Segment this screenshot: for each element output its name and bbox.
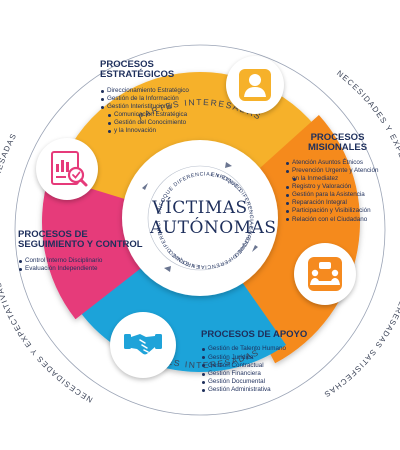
seguimiento-title-line2: SEGUIMIENTO Y CONTROL [18,239,143,251]
list-item: Gestión Financiera [201,370,331,378]
list-item: Relación con el Ciudadano [285,216,390,224]
center-title: VÍCTIMAS AUTÓNOMAS [150,198,277,238]
misionales-title-line1: PROCESOS [310,132,365,143]
outer-ring-circle [14,44,386,416]
list-item: Gestión Contractual [201,362,331,370]
list-item: Participación y Visibilización [285,207,390,215]
arrow-top-icon [225,162,232,168]
estrategicos-icon-badge [226,56,284,114]
list-item: Gestión del Conocimiento [100,119,230,127]
list-item: en la Inmediatez [285,175,390,183]
seguimiento-title: PROCESOS DE SEGUIMIENTO Y CONTROL [18,229,153,251]
list-item: Gestión Administrativa [201,386,331,394]
handshake-icon [124,334,162,355]
apoyo-icon-badge [110,312,176,378]
list-item: Prevención Urgente y Atención [285,167,390,175]
list-item: Evaluación Independiente [18,265,153,273]
list-item: Control Interno Disciplinario [18,257,153,265]
apoyo-block: PROCESOS DE APOYO Gestión de Talento Hum… [201,329,331,394]
list-item: Gestión de la Información [100,95,230,103]
list-item: y la Innovación [100,127,230,135]
seguimiento-block: PROCESOS DE SEGUIMIENTO Y CONTROL Contro… [18,229,153,273]
seguimiento-title-line1: PROCESOS DE [18,229,88,240]
apoyo-title: PROCESOS DE APOYO [201,329,308,340]
misionales-list: Atención Asuntos Étnicos Prevención Urge… [285,159,390,224]
seguimiento-list: Control Interno Disciplinario Evaluación… [18,257,153,273]
person-icon [239,69,271,101]
estrategicos-title: PROCESOS ESTRATÉGICOS [100,59,175,81]
center-title-line1: VÍCTIMAS [152,198,248,218]
list-item: Gestión de Talento Humano [201,345,331,353]
misionales-icon-badge [294,243,356,305]
arrow-bottom-icon [164,266,171,272]
seguimiento-segment [42,175,147,320]
misionales-block: PROCESOS MISIONALES Atención Asuntos Étn… [285,132,390,224]
center-disc [122,140,278,296]
arrow-right-icon [252,245,258,252]
estrategicos-block: PROCESOS ESTRATÉGICOS Direccionamiento E… [100,59,230,136]
estrategicos-list: Direccionamiento Estratégico Gestión de … [100,87,230,136]
cycle-arrows [142,162,258,272]
list-item: Gestión Interistitucional [100,103,230,111]
list-item: Reparación Integral [285,199,390,207]
arrow-left-icon [142,183,148,190]
list-item: Gestión para la Asistencia [285,191,390,199]
list-item: Gestión Jurídica [201,354,331,362]
apoyo-list: Gestión de Talento Humano Gestión Jurídi… [201,345,331,394]
misionales-title-line2: MISIONALES [307,142,368,154]
seguimiento-icon-badge [36,138,98,200]
list-item: Comunicación Estratégica [100,111,230,119]
list-item: Registro y Valoración [285,183,390,191]
meeting-icon [308,257,342,291]
misionales-title: PROCESOS MISIONALES [285,132,390,154]
center-inner-ring [147,165,253,271]
report-icon [51,151,88,187]
center-title-line2: AUTÓNOMAS [150,218,277,238]
list-item: Atención Asuntos Étnicos [285,159,390,167]
list-item: Gestión Documental [201,378,331,386]
list-item: Direccionamiento Estratégico [100,87,230,95]
